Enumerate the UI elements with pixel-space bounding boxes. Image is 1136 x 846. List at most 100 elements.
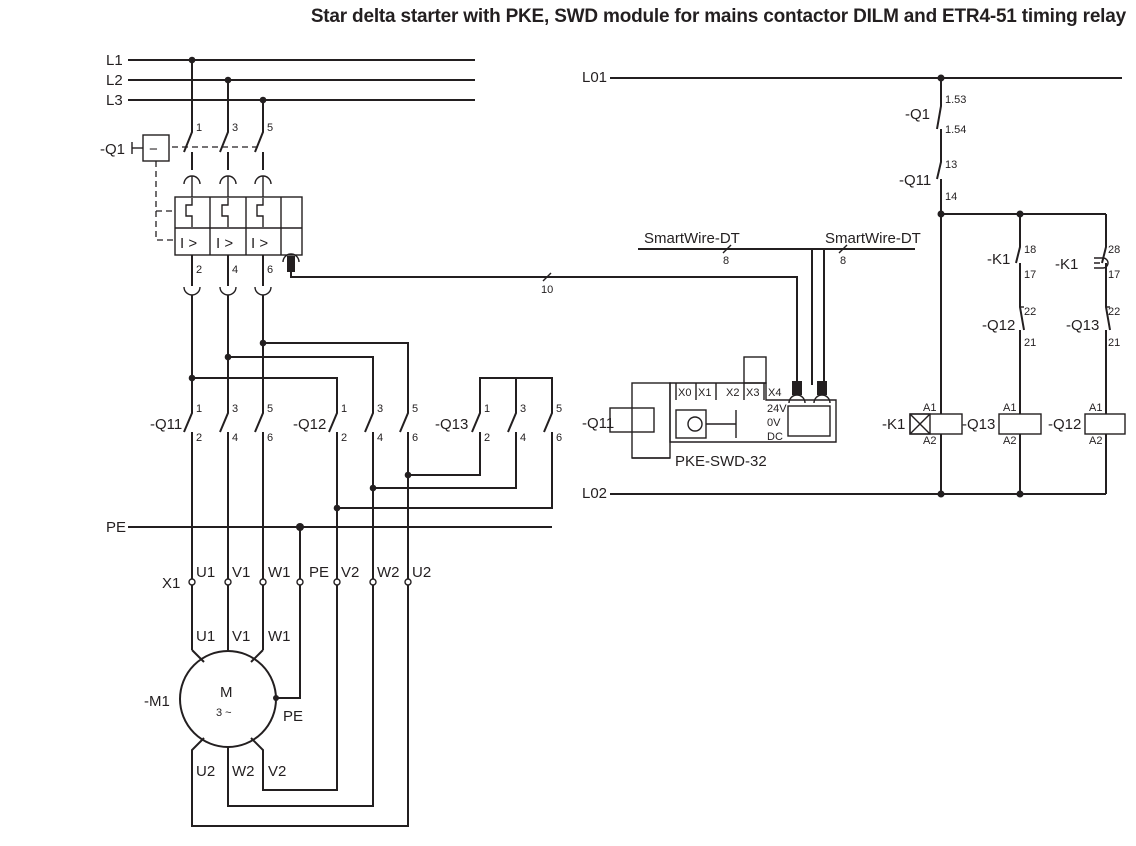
coil-q13-designation: -Q13 (962, 416, 995, 433)
x1-u1: U1 (196, 564, 215, 581)
coil-k1-a1: A1 (923, 402, 936, 414)
q13-term-4: 4 (520, 432, 526, 444)
coil-k1-a2: A2 (923, 435, 936, 447)
control-circuit: -Q1 1.53 1.54 -Q11 13 14 -K1 A1 A2 -K1 1… (882, 78, 1126, 494)
breaker-term-6: 6 (267, 264, 273, 276)
contactor-q12-designation: -Q12 (293, 416, 326, 433)
q1-aux-term-153: 1.53 (945, 94, 966, 106)
swd-input-x4: X4 (768, 387, 781, 399)
motor-phases: 3 ~ (216, 707, 232, 719)
swd-supply-24v: 24V (767, 403, 787, 415)
motor-w2: W2 (232, 763, 255, 780)
swd-input-x2: X2 (726, 387, 739, 399)
q13-term-2: 2 (484, 432, 490, 444)
coil-q12-a1: A1 (1089, 402, 1102, 414)
motor-pe: PE (283, 708, 303, 725)
coil-q12-a2: A2 (1089, 435, 1102, 447)
k1-right-designation: -K1 (1055, 256, 1078, 273)
q13-interlock-designation: -Q13 (1066, 317, 1099, 334)
q11-term-1: 1 (196, 403, 202, 415)
x1-w2: W2 (377, 564, 400, 581)
coil-q13-a1: A1 (1003, 402, 1016, 414)
k1-left-term-17: 17 (1024, 269, 1036, 281)
breaker-bimetal-symbol: − (149, 141, 158, 158)
x1-v1: V1 (232, 564, 250, 581)
mains-busbars: L1 L2 L3 (106, 52, 475, 109)
breaker-term-1: 1 (196, 122, 202, 134)
swd-module-name: PKE-SWD-32 (675, 453, 767, 470)
motor-symbol: M (220, 684, 233, 701)
x1-v2: V2 (341, 564, 359, 581)
q12-term-3: 3 (377, 403, 383, 415)
motor-designation: -M1 (144, 693, 170, 710)
smartwire-cabling: 10 SmartWire-DT SmartWire-DT 8 8 (290, 230, 921, 385)
breaker-trip-l3: I > (251, 235, 268, 252)
cable-cores-count: 10 (541, 284, 553, 296)
k1-right-term-28: 28 (1108, 244, 1120, 256)
q11-aux-term-14: 14 (945, 191, 957, 203)
q12-interlock-designation: -Q12 (982, 317, 1015, 334)
q11-aux-designation: -Q11 (899, 172, 931, 189)
swd-input-x0: X0 (678, 387, 691, 399)
q13-term-5: 5 (556, 403, 562, 415)
smartwire-cores-right: 8 (840, 255, 846, 267)
contactor-q13-designation: -Q13 (435, 416, 468, 433)
x1-w1: W1 (268, 564, 291, 581)
q11-term-5: 5 (267, 403, 273, 415)
bus-label-l3: L3 (106, 92, 123, 109)
k1-left-designation: -K1 (987, 251, 1010, 268)
swd-input-x3: X3 (746, 387, 759, 399)
breaker-term-2: 2 (196, 264, 202, 276)
motor-v1: V1 (232, 628, 250, 645)
q11-term-6: 6 (267, 432, 273, 444)
breaker-trip-l1: I > (180, 235, 197, 252)
q13-term-3: 3 (520, 403, 526, 415)
breaker-term-4: 4 (232, 264, 238, 276)
q12-term-5: 5 (412, 403, 418, 415)
swd-input-x1: X1 (698, 387, 711, 399)
q11-term-2: 2 (196, 432, 202, 444)
contactor-q12: -Q12 1 3 5 2 4 6 (293, 403, 418, 444)
q12-term-2: 2 (341, 432, 347, 444)
breaker-term-5: 5 (267, 122, 273, 134)
swd-coil-designation: -Q11 (582, 415, 614, 432)
q13-term-6: 6 (556, 432, 562, 444)
bus-label-l2: L2 (106, 72, 123, 89)
contactor-q11: -Q11 1 3 5 2 4 6 (150, 403, 273, 444)
swd-module: -Q11 X0 X1 X2 X3 X4 24V 0V DC PKE-SWD-32 (582, 356, 837, 470)
smartwire-cores-left: 8 (723, 255, 729, 267)
contactor-q13: -Q13 1 3 5 2 4 6 (435, 403, 562, 444)
q1-aux-designation: -Q1 (905, 106, 930, 123)
power-wiring (188, 295, 553, 580)
coil-q12-designation: -Q12 (1048, 416, 1081, 433)
breaker-q1: − -Q1 1 3 5 I > I > I > (100, 60, 303, 296)
coil-q13-a2: A2 (1003, 435, 1016, 447)
coil-k1-designation: -K1 (882, 416, 905, 433)
q11-aux-term-13: 13 (945, 159, 957, 171)
q12-interlock-term-21: 21 (1024, 337, 1036, 349)
q12-interlock-term-22: 22 (1024, 306, 1036, 318)
x1-pe: PE (309, 564, 329, 581)
q13-interlock-term-21: 21 (1108, 337, 1120, 349)
pe-conductor: PE (106, 519, 552, 580)
k1-right-term-17: 17 (1108, 269, 1120, 281)
motor-u1: U1 (196, 628, 215, 645)
diagram-title: Star delta starter with PKE, SWD module … (310, 6, 1126, 27)
motor-w1: W1 (268, 628, 291, 645)
q11-term-3: 3 (232, 403, 238, 415)
q12-term-6: 6 (412, 432, 418, 444)
motor-u2: U2 (196, 763, 215, 780)
bus-label-l1: L1 (106, 52, 123, 69)
pe-label: PE (106, 519, 126, 536)
q12-term-4: 4 (377, 432, 383, 444)
contactor-q11-designation: -Q11 (150, 416, 182, 433)
swd-supply-dc: DC (767, 431, 783, 443)
motor-m1: M 3 ~ -M1 U1 V1 W1 PE U2 W2 V2 (144, 585, 409, 827)
q12-term-1: 1 (341, 403, 347, 415)
k1-left-term-18: 18 (1024, 244, 1036, 256)
q11-term-4: 4 (232, 432, 238, 444)
swd-supply-0v: 0V (767, 417, 781, 429)
q13-interlock-term-22: 22 (1108, 306, 1120, 318)
smartwire-label-left: SmartWire-DT (644, 230, 740, 247)
